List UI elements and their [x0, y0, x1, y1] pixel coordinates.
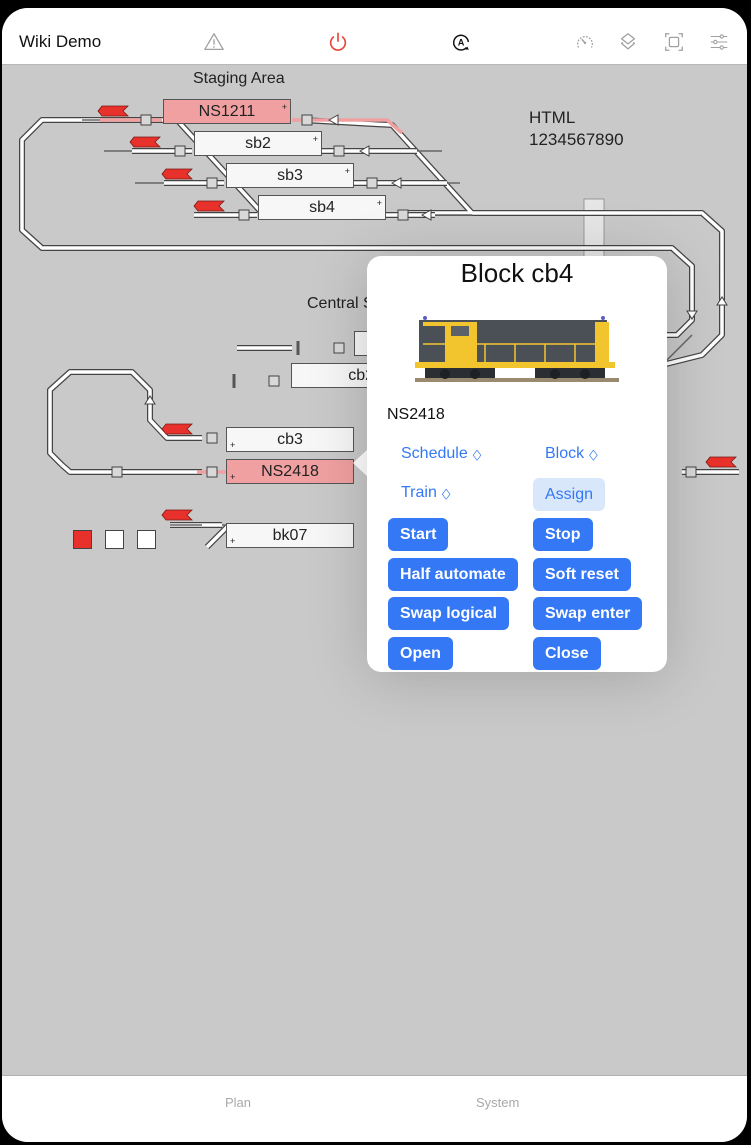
soft-reset-button[interactable]: Soft reset	[533, 558, 631, 591]
train-menu-label: Train	[401, 484, 437, 501]
popover-title: Block cb4	[460, 258, 574, 288]
chevron-up-down-icon: ◇	[472, 447, 482, 463]
block-label: bk07	[272, 527, 308, 544]
train-id-label: NS2418	[387, 406, 445, 423]
block-plus-mark: +	[230, 440, 236, 450]
warning-icon[interactable]	[202, 30, 226, 54]
swap-logical-button[interactable]: Swap logical	[388, 597, 509, 630]
block-cb2[interactable]: cb2	[291, 363, 381, 388]
label-html-title: HTML	[529, 108, 576, 127]
stop-button[interactable]: Stop	[533, 518, 593, 551]
tab-bar: Plan System	[2, 1075, 747, 1142]
block-bk07[interactable]: bk07 +	[226, 523, 354, 548]
block-plus-mark: +	[344, 166, 350, 176]
block-plus-mark: +	[312, 134, 318, 144]
block-plus-mark: +	[230, 472, 236, 482]
block-label: cb3	[277, 431, 303, 448]
sliders-icon[interactable]	[707, 30, 731, 54]
label-html-value: 1234567890	[529, 130, 624, 149]
block-label: sb4	[309, 199, 335, 216]
app-window: Wiki Demo A	[2, 8, 747, 1142]
signal-aspect-white-2[interactable]	[137, 530, 156, 549]
block-label: sb3	[277, 167, 303, 184]
schedule-menu[interactable]: Schedule◇	[389, 439, 493, 469]
label-staging-area: Staging Area	[193, 70, 285, 87]
block-plus-mark: +	[230, 536, 236, 546]
svg-text:A: A	[458, 38, 465, 48]
block-NS1211[interactable]: NS1211 +	[163, 99, 291, 124]
popover-arrow	[353, 449, 368, 477]
tab-system[interactable]: System	[476, 1095, 520, 1110]
locomotive-image	[415, 316, 619, 382]
block-NS2418[interactable]: NS2418 +	[226, 459, 354, 484]
block-popover: Block cb4 NS2418 Schedule◇ Block◇ Train◇	[367, 256, 667, 672]
fullscreen-icon[interactable]	[662, 30, 686, 54]
top-toolbar: Wiki Demo A	[2, 8, 747, 65]
layers-icon[interactable]	[616, 30, 640, 54]
block-menu[interactable]: Block◇	[533, 439, 610, 469]
train-menu[interactable]: Train◇	[389, 478, 462, 508]
auto-mode-icon[interactable]: A	[449, 30, 473, 54]
open-button[interactable]: Open	[388, 637, 453, 670]
schedule-menu-label: Schedule	[401, 445, 468, 462]
signal-aspect-red[interactable]	[73, 530, 92, 549]
block-cb3[interactable]: cb3 +	[226, 427, 354, 452]
block-sb4[interactable]: sb4 +	[258, 195, 386, 220]
block-label: NS2418	[261, 463, 319, 480]
block-plus-mark: +	[376, 198, 382, 208]
chevron-up-down-icon: ◇	[441, 486, 451, 502]
app-title: Wiki Demo	[19, 32, 102, 51]
block-menu-label: Block	[545, 445, 585, 462]
start-button[interactable]: Start	[388, 518, 449, 551]
close-button[interactable]: Close	[533, 637, 601, 670]
block-label: sb2	[245, 135, 271, 152]
speedometer-icon[interactable]	[573, 30, 597, 54]
swap-enter-button[interactable]: Swap enter	[533, 597, 643, 630]
signal-aspect-white-1[interactable]	[105, 530, 124, 549]
chevron-up-down-icon: ◇	[589, 447, 598, 463]
tab-plan[interactable]: Plan	[225, 1095, 252, 1110]
block-label: NS1211	[198, 103, 256, 120]
block-plus-mark: +	[281, 102, 287, 112]
label-central: Central S	[307, 295, 374, 312]
power-icon[interactable]	[326, 30, 350, 54]
block-sb2[interactable]: sb2 +	[194, 131, 322, 156]
assign-button[interactable]: Assign	[533, 478, 606, 511]
block-sb3[interactable]: sb3 +	[226, 163, 354, 188]
half-automate-button[interactable]: Half automate	[388, 558, 518, 591]
